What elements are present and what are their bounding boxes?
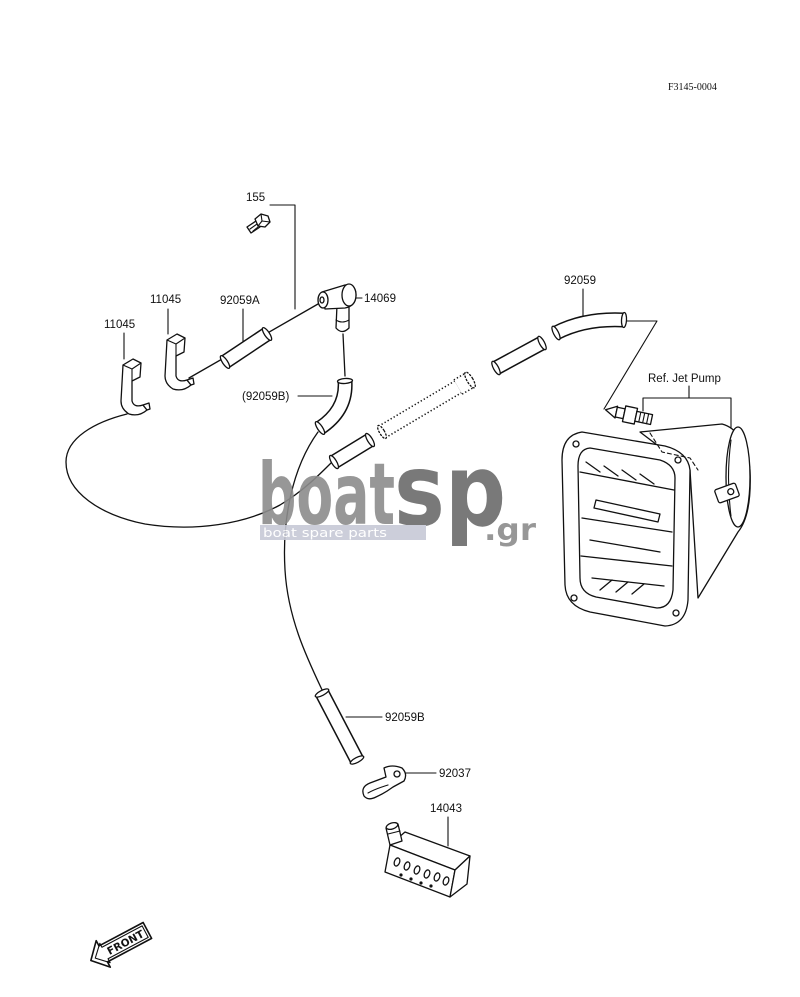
pump-hidden-line [649, 432, 699, 471]
label-92059a: 92059A [220, 295, 260, 307]
label-92037: 92037 [439, 768, 471, 780]
strainer-nipple [385, 821, 403, 846]
clip-11045-lower [120, 358, 151, 416]
part-labels: 155 11045 11045 92059A 14069 92059 (9205… [104, 192, 721, 815]
strainer-holes [393, 857, 450, 888]
tube-92059b-lower [314, 688, 365, 765]
pump-boss [714, 482, 740, 504]
leader-155 [269, 204, 296, 310]
drawing-number: F3145-0004 [668, 82, 717, 93]
watermark-logo: boat sp .gr boat spare parts [258, 432, 536, 549]
label-14043: 14043 [430, 803, 462, 815]
tube-short-junction [328, 432, 376, 470]
leader-hose-to-pump [603, 320, 658, 410]
hose-92059b-upper [314, 377, 354, 436]
leader-lines [123, 204, 732, 847]
tube-middle [491, 335, 547, 376]
elbow-fitting-14069 [317, 283, 357, 333]
thin-tube-loop [65, 413, 337, 528]
strainer-14043 [384, 821, 471, 898]
clip-11045-upper [164, 333, 195, 391]
front-direction-arrow-icon: FRONT [90, 921, 153, 968]
bolt-155 [246, 213, 271, 234]
thin-tube-drain [283, 431, 325, 695]
label-92059: 92059 [564, 275, 596, 287]
label-155: 155 [246, 192, 265, 204]
tube-92059a [219, 326, 273, 370]
watermark-tagline-bar [260, 525, 426, 540]
label-92059b-ref: (92059B) [242, 391, 289, 403]
watermark-tagline: boat spare parts [263, 526, 387, 540]
leader-jet-pump-bracket-arms [642, 397, 732, 433]
label-11045-upper: 11045 [150, 294, 181, 306]
jet-pump-housing [561, 423, 751, 627]
tube-reference-dotted [376, 371, 476, 440]
clamp-92037 [362, 765, 407, 800]
tube-92059 [551, 311, 628, 341]
thin-tube-elbow-spigot [342, 333, 346, 377]
watermark-suffix: .gr [484, 513, 536, 548]
label-14069: 14069 [364, 293, 396, 305]
pump-internal-vanes [579, 461, 675, 595]
label-ref-jet-pump: Ref. Jet Pump [648, 373, 721, 385]
label-11045-lower: 11045 [104, 319, 135, 331]
pump-fitting-nipple [604, 405, 654, 426]
label-92059b: 92059B [385, 712, 425, 724]
